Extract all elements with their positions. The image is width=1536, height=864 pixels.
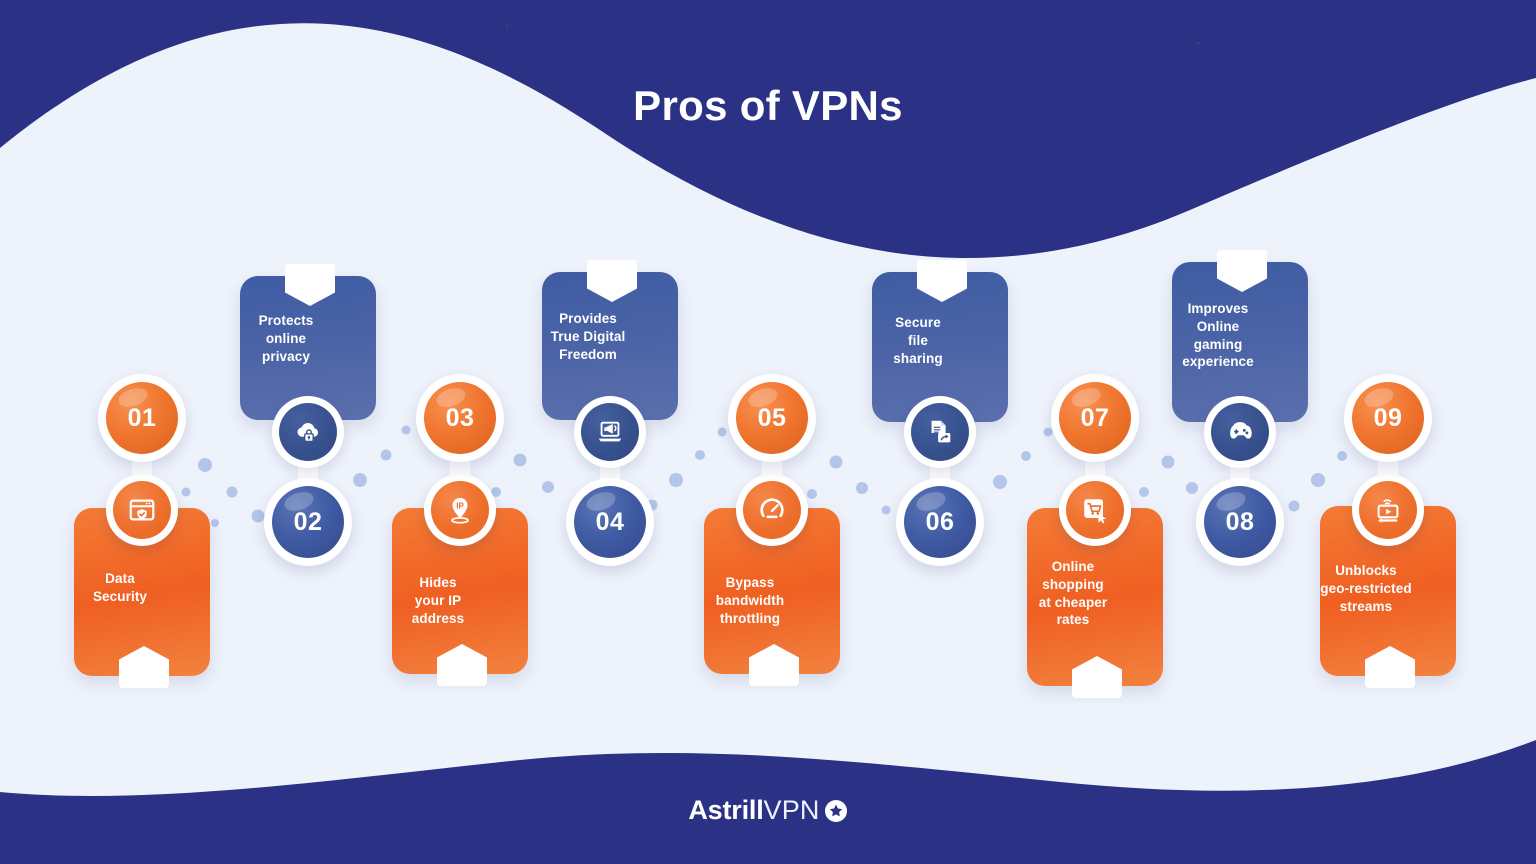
streaming-video-icon: [1359, 481, 1417, 539]
step-number: 09: [1373, 403, 1403, 432]
browser-shield-icon: [113, 481, 171, 539]
step-number: 04: [595, 507, 625, 536]
logo-text-bold: Astrill: [688, 795, 764, 825]
step-icon-bubble[interactable]: [904, 396, 976, 468]
step-icon-bubble[interactable]: [1059, 474, 1131, 546]
shopping-cart-cursor-icon: [1066, 481, 1124, 539]
cloud-lock-icon: [279, 403, 337, 461]
step-icon-bubble[interactable]: [1204, 396, 1276, 468]
svg-text:IP: IP: [456, 502, 463, 511]
logo-text-light: VPN: [763, 795, 820, 825]
ip-location-pin-icon: IP: [431, 481, 489, 539]
step-icon-bubble[interactable]: IP: [424, 474, 496, 546]
step-icon-bubble[interactable]: [736, 474, 808, 546]
star-badge-icon: [824, 799, 848, 823]
page-title: Pros of VPNs: [633, 82, 903, 129]
step-number: 07: [1080, 403, 1110, 432]
file-share-icon: [911, 403, 969, 461]
step-number-bubble[interactable]: 01: [98, 374, 186, 462]
step-number-bubble[interactable]: 03: [416, 374, 504, 462]
step-number: 06: [925, 507, 955, 536]
step-icon-bubble[interactable]: [272, 396, 344, 468]
step-number-bubble[interactable]: 04: [566, 478, 654, 566]
step-number-bubble[interactable]: 02: [264, 478, 352, 566]
step-number: 02: [293, 507, 323, 536]
laptop-megaphone-icon: [581, 403, 639, 461]
step-number: 08: [1225, 507, 1255, 536]
step-number: 05: [757, 403, 787, 432]
step-icon-bubble[interactable]: [106, 474, 178, 546]
step-number: 01: [127, 403, 157, 432]
gamepad-icon: [1211, 403, 1269, 461]
step-icon-bubble[interactable]: [574, 396, 646, 468]
step-number: 03: [445, 403, 475, 432]
step-icon-bubble[interactable]: [1352, 474, 1424, 546]
step-number-bubble[interactable]: 07: [1051, 374, 1139, 462]
step-number-bubble[interactable]: 06: [896, 478, 984, 566]
step-number-bubble[interactable]: 08: [1196, 478, 1284, 566]
brand-logo[interactable]: Astrill VPN: [0, 795, 1536, 826]
speedometer-icon: [743, 481, 801, 539]
step-number-bubble[interactable]: 09: [1344, 374, 1432, 462]
step-number-bubble[interactable]: 05: [728, 374, 816, 462]
